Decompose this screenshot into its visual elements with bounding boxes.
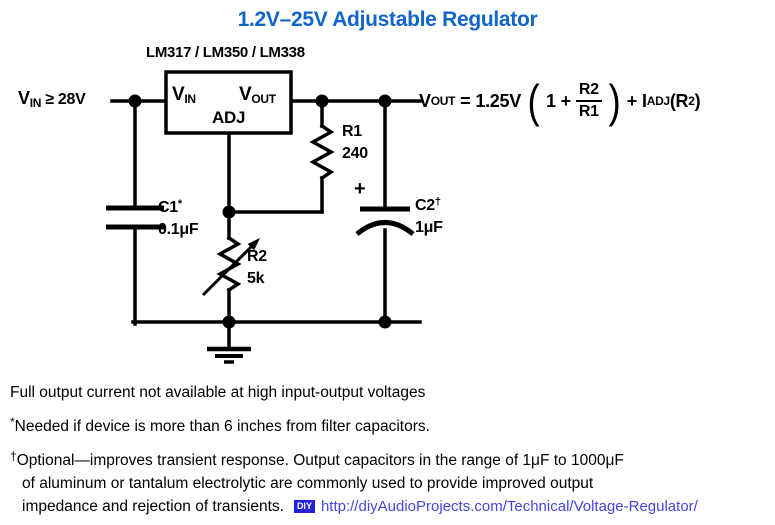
source-url-link[interactable]: http://diyAudioProjects.com/Technical/Vo… <box>320 498 698 515</box>
r1-value: 240 <box>342 145 368 162</box>
notes-section: Full output current not available at hig… <box>10 381 772 518</box>
junction-dot-c2-bottom <box>378 315 392 329</box>
junction-dot-r1-top <box>315 94 329 108</box>
formula-coefficient: 1.25V <box>475 90 521 111</box>
cap-c2-curved-plate <box>355 220 415 236</box>
r2-value: 5k <box>247 270 265 287</box>
star-marker: * <box>10 415 15 429</box>
page-title: 1.2V–25V Adjustable Regulator <box>237 8 538 31</box>
circuit-svg <box>106 70 422 364</box>
note-full-output: Full output current not available at hig… <box>10 384 426 401</box>
junction-dot-ground <box>222 315 236 329</box>
note-star: *Needed if device is more than 6 inches … <box>10 415 430 435</box>
resistor-r1-zigzag <box>309 123 335 181</box>
formula-fraction: R2 R1 <box>575 81 602 121</box>
regulator-box <box>164 70 293 135</box>
r2-label: R2 5k <box>247 246 267 290</box>
input-voltage-label: VIN ≥ 28V <box>18 88 86 110</box>
c1-name: C1* <box>158 198 182 216</box>
formula-denominator: R1 <box>578 103 599 120</box>
junction-dot-input <box>128 94 142 108</box>
formula-plus: + <box>560 90 572 111</box>
formula-plus-2: + <box>626 90 638 111</box>
formula-equals: = <box>460 90 471 111</box>
c2-polarity-plus: + <box>354 178 366 200</box>
c2-label: C2† 1μF <box>415 191 443 239</box>
note-dagger-line3-row: impedance and rejection of transients. D… <box>10 495 772 518</box>
circuit-diagram: LM317 / LM350 / LM338 VIN VOUT ADJ VIN ≥… <box>18 44 701 364</box>
c1-label: C1* 0.1μF <box>158 193 199 241</box>
junction-dot-c2-top <box>378 94 392 108</box>
r1-name: R1 <box>342 123 362 140</box>
pin-label-vin: VIN <box>172 84 196 106</box>
resistor-r2-zigzag <box>216 235 242 293</box>
dagger-marker: † <box>10 449 17 463</box>
c2-value: 1μF <box>415 219 443 236</box>
c1-value: 0.1μF <box>158 221 199 238</box>
note-dagger-line2: of aluminum or tantalum electrolytic are… <box>22 475 594 492</box>
formula-one: 1 <box>545 90 556 111</box>
c2-name: C2† <box>415 196 441 214</box>
pin-label-adj: ADJ <box>212 108 246 127</box>
note-dagger-line1: †Optional—improves transient response. O… <box>10 449 624 469</box>
r1-label: R1 240 <box>342 121 368 165</box>
pin-label-vout: VOUT <box>239 84 276 106</box>
formula-numerator: R2 <box>575 81 602 102</box>
r2-wiper-arrow <box>201 238 260 297</box>
note-dagger-line3: impedance and rejection of transients. <box>22 498 284 515</box>
formula-close-paren: ) <box>608 74 621 127</box>
chip-label: LM317 / LM350 / LM338 <box>146 44 305 61</box>
diy-badge-icon: DIY <box>293 500 315 513</box>
r2-name: R2 <box>247 248 267 265</box>
formula-open-paren: ( <box>527 74 540 127</box>
junction-dot-adj <box>222 205 236 219</box>
